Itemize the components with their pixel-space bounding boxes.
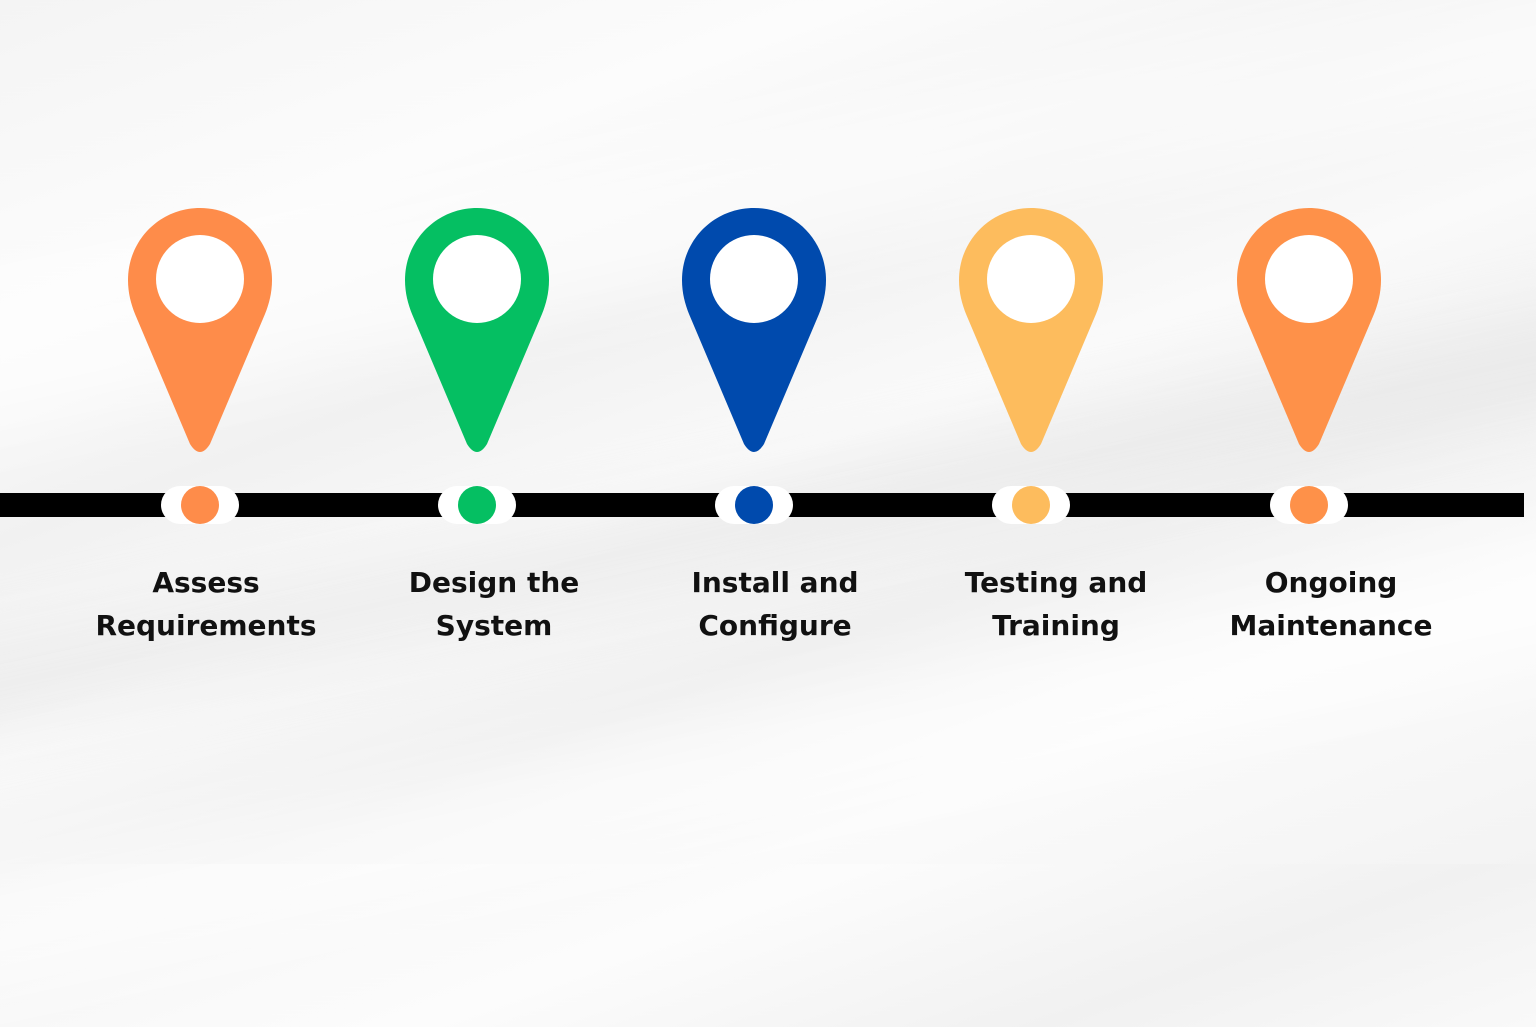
map-pin-icon (1237, 208, 1381, 456)
timeline-node-dot (1012, 486, 1050, 524)
map-pin-icon (128, 208, 272, 456)
map-pin-icon (959, 208, 1103, 456)
step-label-line1: Ongoing (1264, 566, 1398, 599)
step-label: Assess Requirements (66, 561, 346, 647)
step-label-line1: Install and (691, 566, 859, 599)
step-label-line2: Training (992, 609, 1120, 642)
timeline-node-dot (1290, 486, 1328, 524)
step-label: Ongoing Maintenance (1191, 561, 1471, 647)
step-label-line2: Configure (698, 609, 852, 642)
timeline-node-dot (181, 486, 219, 524)
step-label-line2: Maintenance (1229, 609, 1433, 642)
timeline-node-dot (735, 486, 773, 524)
map-pin-icon (405, 208, 549, 456)
step-label-line1: Testing and (964, 566, 1148, 599)
step-label: Install and Configure (635, 561, 915, 647)
step-label-line2: Requirements (95, 609, 317, 642)
step-label-line1: Design the (408, 566, 580, 599)
step-label: Design the System (354, 561, 634, 647)
step-label-line2: System (435, 609, 553, 642)
step-label-line1: Assess (152, 566, 260, 599)
step-label: Testing and Training (916, 561, 1196, 647)
timeline-node-dot (458, 486, 496, 524)
map-pin-icon (682, 208, 826, 456)
